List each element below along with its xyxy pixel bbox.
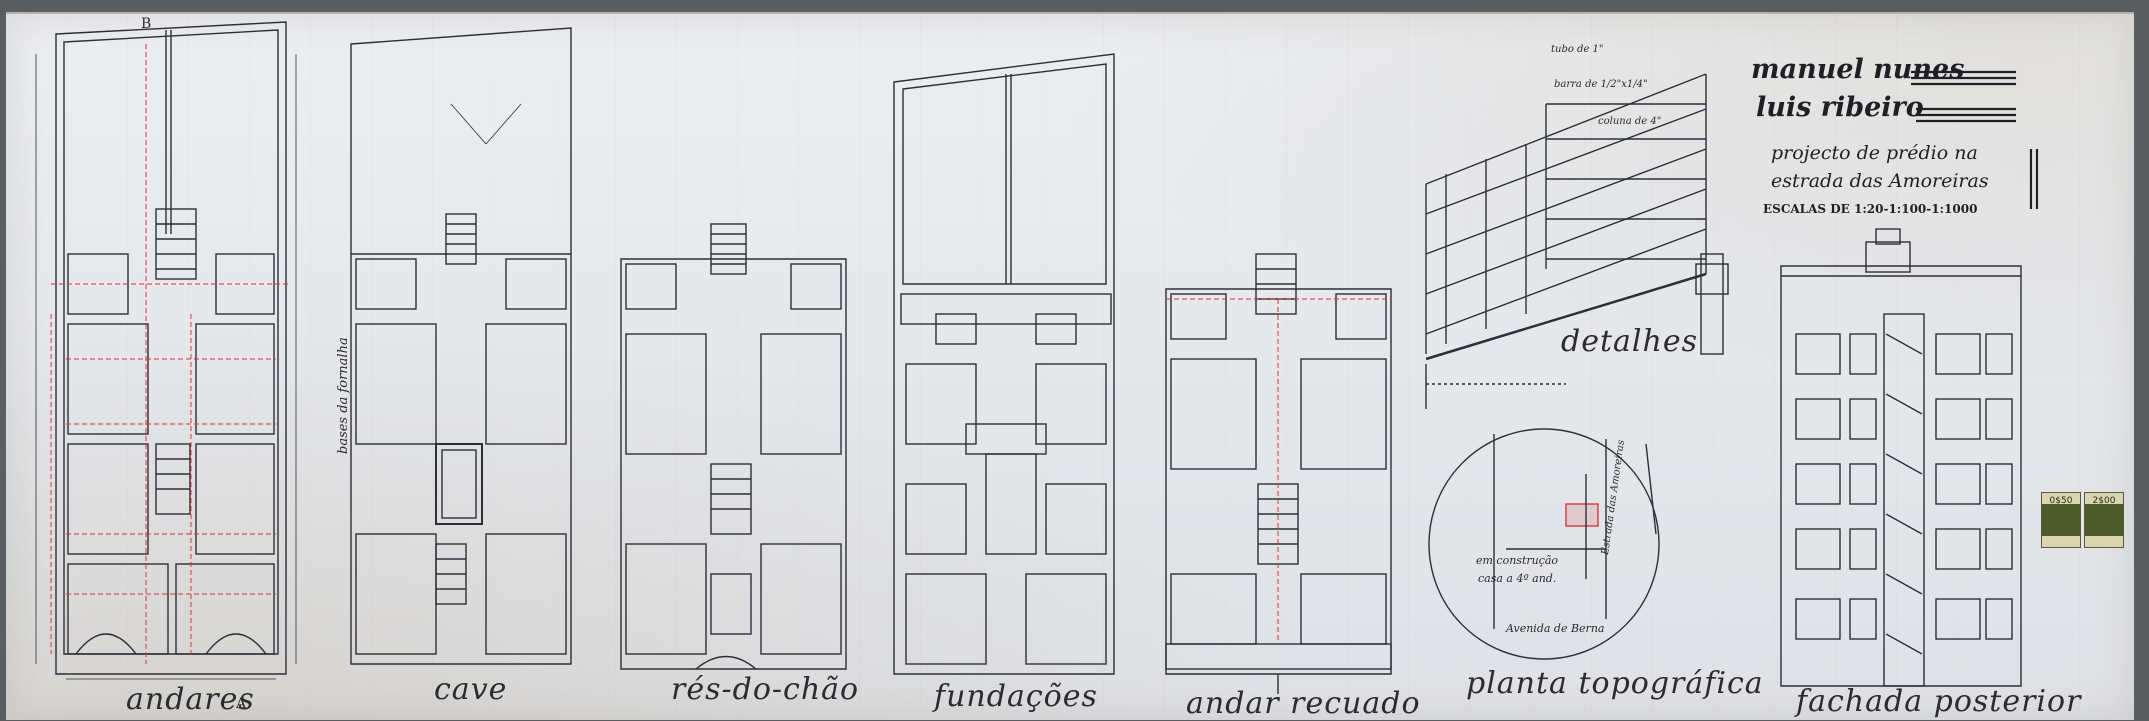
label-andar-recuado: andar recuado xyxy=(1186,686,1421,721)
title-block: manuel nunes luis ribeiro projecto de pr… xyxy=(1751,54,2051,234)
detail-note-2: barra de 1/2"x1/4" xyxy=(1554,79,1648,90)
plan-andares xyxy=(35,21,297,680)
plan-andar-recuado xyxy=(1165,253,1392,694)
plan-cave xyxy=(350,27,572,665)
detail-railing xyxy=(1425,73,1729,409)
label-detalhes: detalhes xyxy=(1561,324,1698,359)
topo-street-2: Avenida de Berna xyxy=(1506,622,1605,635)
stamp-2-value: 2$00 xyxy=(2092,496,2116,506)
blueprint-sheet: andares cave rés-do-chão fundações andar… xyxy=(6,12,2134,721)
corner-mark-b: B xyxy=(141,16,152,32)
corner-mark-a: A xyxy=(236,696,247,712)
plan-fundacoes xyxy=(893,53,1115,675)
topographic-plan xyxy=(1428,428,1660,660)
label-res-do-chao: rés-do-chão xyxy=(671,672,860,707)
label-andares: andares xyxy=(126,682,255,717)
revenue-stamp-2: 2$00 xyxy=(2084,492,2124,548)
scales: ESCALAS DE 1:20-1:100-1:1000 xyxy=(1763,202,1978,216)
detail-note-1: tubo de 1" xyxy=(1551,44,1604,55)
author-2: luis ribeiro xyxy=(1756,92,1924,123)
detail-note-3: coluna de 4" xyxy=(1598,116,1662,127)
cave-vertical-note: bases da fornalha xyxy=(336,337,351,454)
plan-res-do-chao xyxy=(620,223,847,670)
author-1: manuel nunes xyxy=(1751,54,1965,85)
label-fachada-posterior: fachada posterior xyxy=(1796,684,2082,719)
project-line-2: estrada das Amoreiras xyxy=(1771,170,1989,192)
label-fundacoes: fundações xyxy=(934,679,1098,714)
topo-note-1: em construção xyxy=(1476,554,1559,567)
rear-facade xyxy=(1780,228,2022,687)
topo-note-2: casa a 4º and. xyxy=(1478,572,1557,585)
stamp-1-value: 0$50 xyxy=(2049,496,2073,506)
architectural-drawings xyxy=(35,21,2039,694)
project-line-1: projecto de prédio na xyxy=(1771,142,1978,164)
label-planta-topografica: planta topográfica xyxy=(1466,666,1764,701)
label-cave: cave xyxy=(434,672,508,707)
revenue-stamp-1: 0$50 xyxy=(2041,492,2081,548)
